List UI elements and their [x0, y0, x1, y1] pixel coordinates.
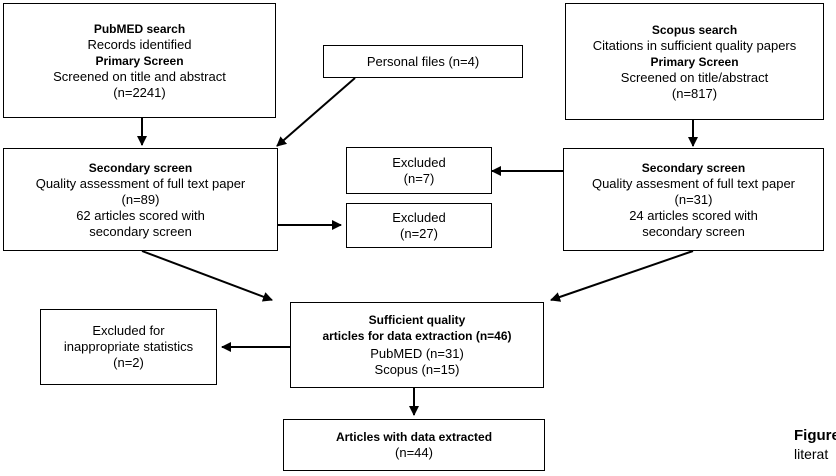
excluded-mid-box: Excluded (n=27) [346, 203, 492, 248]
figure-caption-line2: literat [794, 446, 829, 462]
secondary-right-assessment: Quality assesment of full text paper [591, 175, 796, 191]
scopus-title: Scopus search [651, 22, 738, 37]
secondary-right-title: Secondary screen [641, 160, 746, 175]
secondary-right-screen: secondary screen [642, 223, 745, 239]
scopus-search-box: Scopus search Citations in sufficient qu… [565, 3, 824, 120]
pubmed-records-label: Records identified [87, 36, 192, 52]
secondary-left-assessment: Quality assessment of full text paper [35, 175, 246, 191]
arrow-secondary-right-to-sufficient [550, 250, 694, 302]
figure-caption-line1: Figure [794, 427, 836, 444]
personal-files-box: Personal files (n=4) [323, 45, 523, 78]
excluded-stats-line1: Excluded for [92, 323, 165, 338]
personal-files-label: Personal files (n=4) [366, 53, 480, 69]
pubmed-search-box: PubMED search Records identified Primary… [3, 3, 276, 118]
sufficient-title-line1: Sufficient quality [368, 313, 466, 327]
sufficient-pubmed-count: PubMED (n=31) [370, 346, 464, 361]
excluded-top-count: (n=7) [403, 170, 435, 186]
secondary-left-scored: 62 articles scored with [76, 207, 205, 223]
excluded-top-box: Excluded (n=7) [346, 147, 492, 194]
articles-extracted-box: Articles with data extracted (n=44) [283, 419, 545, 471]
pubmed-count: (n=2241) [113, 84, 166, 100]
secondary-right-count: (n=31) [674, 191, 713, 207]
extracted-title: Articles with data extracted [335, 430, 493, 444]
excluded-statistics-box: Excluded for inappropriate statistics (n… [40, 309, 217, 385]
excluded-stats-count: (n=2) [113, 355, 144, 370]
pubmed-screened-label: Screened on title and abstract [53, 68, 226, 84]
extracted-count: (n=44) [395, 445, 433, 460]
sufficient-title-line2: articles for data extraction (n=46) [322, 329, 512, 343]
secondary-screen-left-box: Secondary screen Quality assessment of f… [3, 148, 278, 251]
excluded-top-label: Excluded [392, 154, 446, 170]
sufficient-quality-box: Sufficient quality articles for data ext… [290, 302, 544, 388]
secondary-screen-right-box: Secondary screen Quality assesment of fu… [563, 148, 824, 251]
sufficient-scopus-count: Scopus (n=15) [374, 362, 460, 377]
excluded-stats-line2: inappropriate statistics [63, 339, 194, 354]
pubmed-title: PubMED search [93, 21, 186, 36]
secondary-left-count: (n=89) [121, 191, 160, 207]
secondary-right-scored: 24 articles scored with [629, 207, 758, 223]
excluded-mid-label: Excluded [392, 209, 446, 225]
scopus-count: (n=817) [671, 85, 718, 101]
arrow-personal-to-secondary [276, 77, 356, 147]
secondary-left-title: Secondary screen [88, 160, 193, 175]
scopus-primary-screen: Primary Screen [650, 54, 739, 69]
secondary-left-screen: secondary screen [89, 223, 192, 239]
arrow-secondary-left-to-sufficient [141, 250, 273, 302]
excluded-mid-count: (n=27) [400, 225, 438, 241]
scopus-citations-label: Citations in sufficient quality papers [592, 37, 797, 53]
scopus-screened-label: Screened on title/abstract [620, 69, 769, 85]
pubmed-primary-screen: Primary Screen [95, 53, 184, 68]
